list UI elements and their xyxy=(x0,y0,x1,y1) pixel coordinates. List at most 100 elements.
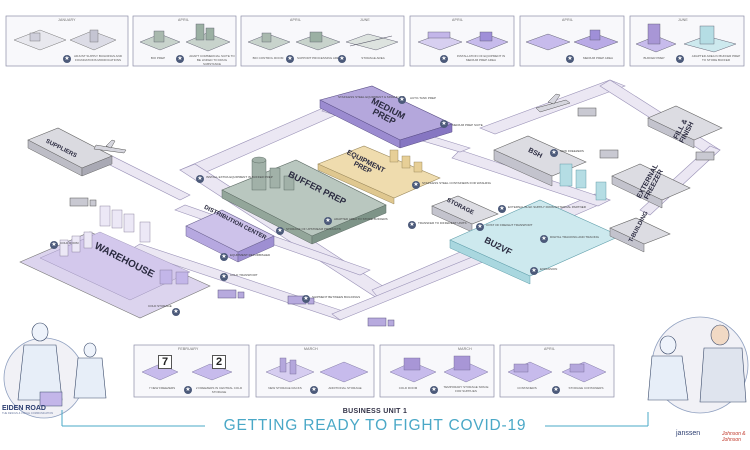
truck-icon-4 xyxy=(69,197,97,207)
equipment-machines xyxy=(389,149,423,173)
distribution-wall-right xyxy=(237,235,275,263)
bottom-panel-4-caption-1: CONTAINERS xyxy=(517,386,537,390)
top-panel-6-caption-1: BUFFER PREP xyxy=(643,56,665,60)
bottom-panel-4-caption-2: STORAGE CONTAINERS xyxy=(568,386,604,390)
brand-logo-jnj: Johnson & Johnson xyxy=(722,431,746,443)
brand-left-sub: THE DESIGN & VISUAL COMMUNICATION xyxy=(2,412,54,415)
top-panel-6-month: JUNE xyxy=(678,18,688,22)
bottom-panel-3-caption-1: COLD ROOM xyxy=(398,386,418,390)
star-icon: ★ xyxy=(220,273,228,281)
top-panel-5-month: APRIL xyxy=(562,18,574,22)
brand-logo-janssen: janssen xyxy=(676,430,701,437)
callout-bsh-a: NEW FREEZERS xyxy=(560,149,584,153)
star-icon: ★ xyxy=(430,386,438,394)
top-panel-3-month-1: APRIL xyxy=(290,18,302,22)
top-panel-2-caption-2: ADAPT COMMERCIAL SUITE TO BE LINKED TO D… xyxy=(189,54,235,66)
star-icon: ★ xyxy=(440,120,448,128)
star-icon: ★ xyxy=(276,227,284,235)
star-icon: ★ xyxy=(498,205,506,213)
callout-medium-prep-c: MEDIUM PREP SUITE xyxy=(452,123,483,127)
star-icon: ★ xyxy=(338,55,346,63)
business-unit-label: BUSINESS UNIT 1 xyxy=(342,408,408,415)
star-icon: ★ xyxy=(676,55,684,63)
top-panel-3-caption-1: BIO CONTROL ROOM xyxy=(252,56,284,60)
callout-medium-prep-b: AUTO-TANK PREP xyxy=(410,96,437,100)
top-panel-sketches xyxy=(13,23,737,53)
airplane-icon xyxy=(93,93,571,154)
bottom-panel-2-month: MARCH xyxy=(304,347,318,351)
top-panel-3-caption-2: SUPPORT PROCESSING AREA xyxy=(296,56,342,60)
bottom-panel-sketches xyxy=(141,355,607,383)
star-icon: ★ xyxy=(172,308,180,316)
brand-logo-left: EIDEN ROAD THE DESIGN & VISUAL COMMUNICA… xyxy=(2,405,62,415)
bu2vf-wall xyxy=(449,239,531,285)
bottom-panel-3-month: MARCH xyxy=(458,347,472,351)
star-icon: ★ xyxy=(550,149,558,157)
star-icon: ★ xyxy=(412,181,420,189)
top-panel-1-caption: ADJUST SUPPLY BUILDINGS AND FOUNDATIONS … xyxy=(73,54,122,62)
bottom-panel-3-caption-2: TEMPORARY STORAGE SPACE FOR SUPPLIES xyxy=(443,385,489,393)
callout-wh-b: COLD STORAGE xyxy=(148,304,172,308)
star-icon: ★ xyxy=(196,175,204,183)
bottom-panel-1-number-2: 2 xyxy=(212,355,226,369)
page-title: GETTING READY TO FIGHT COVID-19 xyxy=(223,417,527,434)
bottom-panel-2-caption-1: NEW STORAGE RACKS xyxy=(268,386,302,390)
person-icon-right xyxy=(647,316,749,414)
callout-bu2-d: EXPANSION xyxy=(540,267,558,271)
callout-bu2-c: DIGITAL TRACKING AND TRACING xyxy=(550,235,599,239)
callout-dist-b: EQUIPMENT REFURBISHED xyxy=(230,253,271,257)
star-icon: ★ xyxy=(440,55,448,63)
bottom-panel-1-caption-2: 2 FREEZERS IN CENTRAL COLD STORAGE xyxy=(195,386,243,394)
top-panel-4-month: APRIL xyxy=(452,18,464,22)
star-icon: ★ xyxy=(50,241,58,249)
callout-buffer-b: ADAPTED AREA TO STORE BUFFERS xyxy=(334,217,388,221)
external-freezer-wall xyxy=(611,175,663,209)
callout-wh-a: COLD ROOM xyxy=(60,241,79,245)
bu2vf-tanks xyxy=(559,163,607,201)
top-panel-2-month: APRIL xyxy=(178,18,190,22)
truck-icon xyxy=(217,289,245,299)
star-icon: ★ xyxy=(566,55,574,63)
callout-bu2-a: EXTERNAL BULK SUPPLY FROM EXTERNAL PARTN… xyxy=(508,205,586,209)
top-panel-6-caption-2: ADAPTED AREA IN BUFFER PREP TO STORE BUF… xyxy=(691,54,741,62)
callout-bu2-b: COST OF FREIGHT TRANSPORT xyxy=(486,223,533,227)
brand-left-name: EIDEN ROAD xyxy=(2,405,46,412)
star-icon: ★ xyxy=(310,386,318,394)
callout-buffer-a: INSTALL EXTRA EQUIPMENT IN BUFFER PREP xyxy=(206,175,273,179)
bottom-panel-2-caption-2: ADDITIONAL STORAGE xyxy=(328,386,362,390)
star-icon: ★ xyxy=(408,221,416,229)
truck-icon-2 xyxy=(287,295,315,305)
star-icon: ★ xyxy=(398,96,406,104)
top-panel-4-caption: INSTALLATION OF EQUIPMENT IN MEDIUM PREP… xyxy=(456,54,506,62)
top-panel-1-month: JANUARY xyxy=(58,18,76,22)
star-icon: ★ xyxy=(530,267,538,275)
equipment-prep-wall xyxy=(317,163,395,205)
callout-road-b: SHIPMENT BETWEEN BUILDINGS xyxy=(312,295,361,299)
star-icon: ★ xyxy=(552,386,560,394)
truck-icon-5 xyxy=(577,107,715,161)
star-icon: ★ xyxy=(476,223,484,231)
callout-road-a: COLD TRANSPORT xyxy=(230,273,258,277)
fill-finish-wall xyxy=(647,117,695,149)
buffer-prep-wall-right xyxy=(311,204,387,245)
t-building-wall xyxy=(609,227,645,253)
person-icon-left xyxy=(3,322,107,419)
callout-dist-a: STORAGE OF UPSTREAM PRODUCTS xyxy=(286,227,341,231)
suppliers-wall-right xyxy=(81,155,113,177)
top-panel-3-month-2: JUNE xyxy=(360,18,370,22)
callout-equip-b: TRANSFER TO DIFFERENT UNITS xyxy=(418,221,467,225)
star-icon: ★ xyxy=(286,55,294,63)
star-icon: ★ xyxy=(63,55,71,63)
bottom-panel-1-month: FEBRUARY xyxy=(178,347,199,351)
medium-prep-wall-right xyxy=(399,123,453,149)
star-icon: ★ xyxy=(184,386,192,394)
bsh-wall xyxy=(493,149,553,187)
callout-equip-a: STAINLESS STEEL CONTAINERS FOR WASHING xyxy=(422,181,492,185)
top-panel-3-caption-3: STORAGE AREA xyxy=(361,56,385,60)
star-icon: ★ xyxy=(176,55,184,63)
buffer-tanks xyxy=(251,156,295,191)
star-icon: ★ xyxy=(302,295,310,303)
bottom-panel-1-caption-1: 7 NEW FREEZERS xyxy=(148,386,176,390)
star-icon: ★ xyxy=(324,217,332,225)
